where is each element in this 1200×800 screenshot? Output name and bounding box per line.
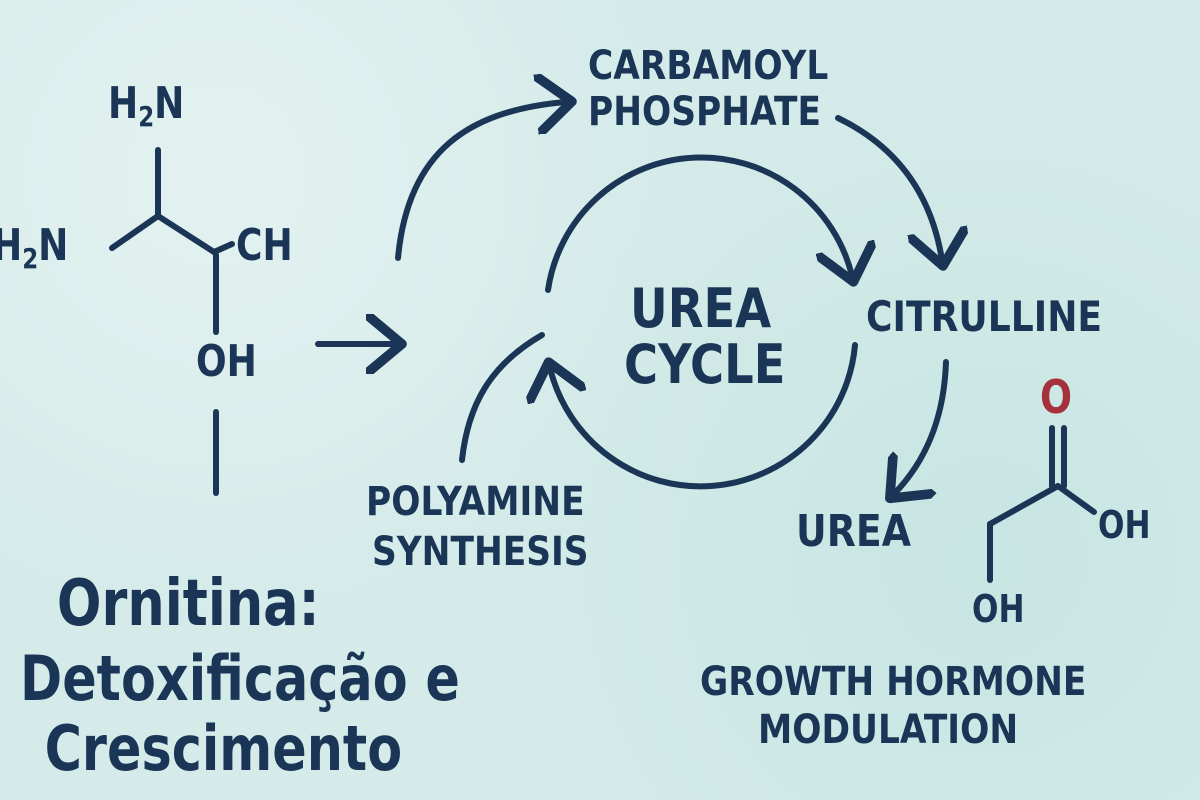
growth-line1: GROWTH HORMONE <box>700 659 1087 705</box>
hydroxyl-left-text: OH <box>196 336 257 387</box>
urea-label: UREA <box>796 506 911 557</box>
amine-left-text: H2N <box>0 220 69 275</box>
arrow-to-urea <box>894 359 949 494</box>
title-line1: Ornitina: <box>56 567 320 641</box>
bond-ch <box>211 241 235 255</box>
page-title: Ornitina: Detoxificação e Crescimento <box>20 572 460 780</box>
amine-left: H2N <box>0 224 68 273</box>
hydroxyl-bottom: OH <box>972 587 1025 631</box>
bond-left <box>109 213 161 251</box>
amine-top-text: H2N <box>108 78 185 133</box>
oxygen-atom: O <box>1040 370 1073 424</box>
bond-r3 <box>1055 483 1097 515</box>
bond-right <box>155 213 217 255</box>
cycle-center-line2: CYCLE <box>624 333 786 396</box>
hydroxyl-right: OH <box>1098 503 1151 547</box>
bond-r2 <box>987 483 1061 527</box>
polyamine-line2: SYNTHESIS <box>372 529 589 575</box>
cycle-center-line1: UREA <box>630 277 772 340</box>
carbamoyl-line1: CARBAMOYL <box>588 43 829 89</box>
cycle-arc-upper <box>545 154 852 293</box>
carbamoyl-line2: PHOSPHATE <box>588 89 821 135</box>
arrow-from-polyamine <box>459 332 545 463</box>
ch-group-text: CH <box>236 220 293 271</box>
polyamine-line1: POLYAMINE <box>366 479 585 525</box>
title-line2: Detoxificação e <box>20 642 460 715</box>
arrow-to-citrulline <box>835 115 942 260</box>
arrow-to-carbamoyl <box>395 102 566 261</box>
amine-top: H2N <box>108 82 184 131</box>
growth-line2: MODULATION <box>758 707 1019 753</box>
title-line3: Crescimento <box>44 712 403 785</box>
hydroxyl-left: OH <box>196 340 257 384</box>
citrulline-label: CITRULLINE <box>866 292 1103 341</box>
ch-group: CH <box>236 224 293 268</box>
cycle-arc-lower <box>550 342 858 490</box>
